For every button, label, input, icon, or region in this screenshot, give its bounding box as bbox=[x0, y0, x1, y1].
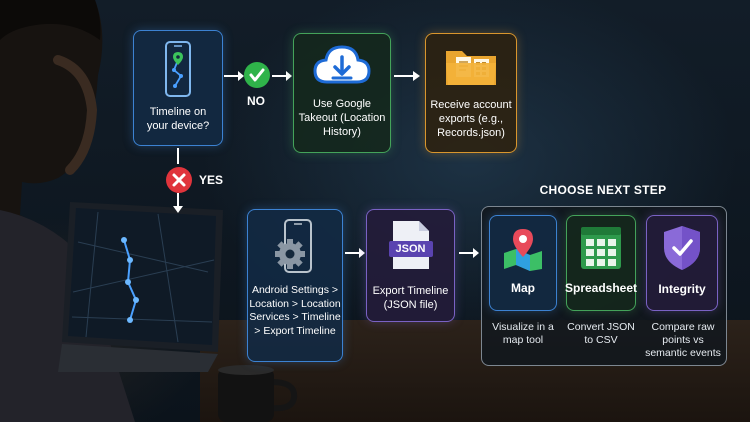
yes-branch-label: YES bbox=[199, 173, 224, 187]
receive-exports-label: Receive account exports (e.g., Records.j… bbox=[430, 99, 512, 139]
android-settings-box: Android Settings > Location > Location S… bbox=[247, 209, 343, 362]
coffee-mug bbox=[218, 365, 298, 422]
takeout-label: Use Google Takeout (Location History) bbox=[298, 98, 386, 138]
map-pin-icon bbox=[504, 229, 542, 271]
option-map-description: Visualize in a map tool bbox=[492, 321, 554, 347]
check-icon bbox=[244, 62, 270, 88]
export-timeline-box: JSON Export Timeline (JSON file) bbox=[366, 209, 455, 322]
arrow-to-export-timeline bbox=[345, 248, 365, 258]
laptop-illustration bbox=[58, 202, 223, 372]
arrow-to-check bbox=[224, 71, 244, 81]
arrow-to-exports bbox=[394, 71, 420, 81]
timeline-question-box: Timeline on your device? bbox=[133, 30, 223, 146]
option-spreadsheet-description: Convert JSON to CSV bbox=[567, 321, 635, 347]
shield-check-icon bbox=[664, 226, 700, 270]
arrow-to-takeout bbox=[272, 71, 292, 81]
spreadsheet-icon bbox=[581, 227, 621, 269]
no-branch-label: NO bbox=[247, 94, 265, 108]
option-map-card[interactable]: Map bbox=[489, 215, 557, 311]
export-timeline-label: Export Timeline (JSON file) bbox=[372, 285, 449, 311]
android-settings-label: Android Settings > Location > Location S… bbox=[249, 284, 341, 337]
option-integrity-card[interactable]: Integrity bbox=[646, 215, 718, 311]
cross-icon bbox=[166, 167, 192, 193]
folder-files-icon bbox=[446, 51, 496, 85]
phone-location-icon bbox=[165, 41, 191, 97]
timeline-question-label: Timeline on your device? bbox=[146, 106, 210, 132]
takeout-box: Use Google Takeout (Location History) bbox=[293, 33, 391, 153]
arrow-to-cross bbox=[177, 148, 179, 164]
next-step-title: CHOOSE NEXT STEP bbox=[539, 183, 667, 197]
receive-exports-box: Receive account exports (e.g., Records.j… bbox=[425, 33, 517, 153]
cloud-download-icon bbox=[313, 45, 371, 84]
json-icon-label: JSON bbox=[395, 243, 426, 255]
option-integrity-description: Compare raw points vs semantic events bbox=[645, 321, 721, 360]
arrow-down-from-cross bbox=[173, 193, 183, 213]
option-integrity-label: Integrity bbox=[658, 282, 706, 296]
option-spreadsheet-label: Spreadsheet bbox=[564, 281, 638, 295]
arrow-to-next-step bbox=[459, 248, 479, 258]
phone-settings-icon bbox=[275, 219, 312, 273]
option-spreadsheet-card[interactable]: Spreadsheet bbox=[564, 215, 638, 311]
json-file-icon: JSON bbox=[388, 219, 433, 271]
option-map-label: Map bbox=[511, 281, 535, 295]
